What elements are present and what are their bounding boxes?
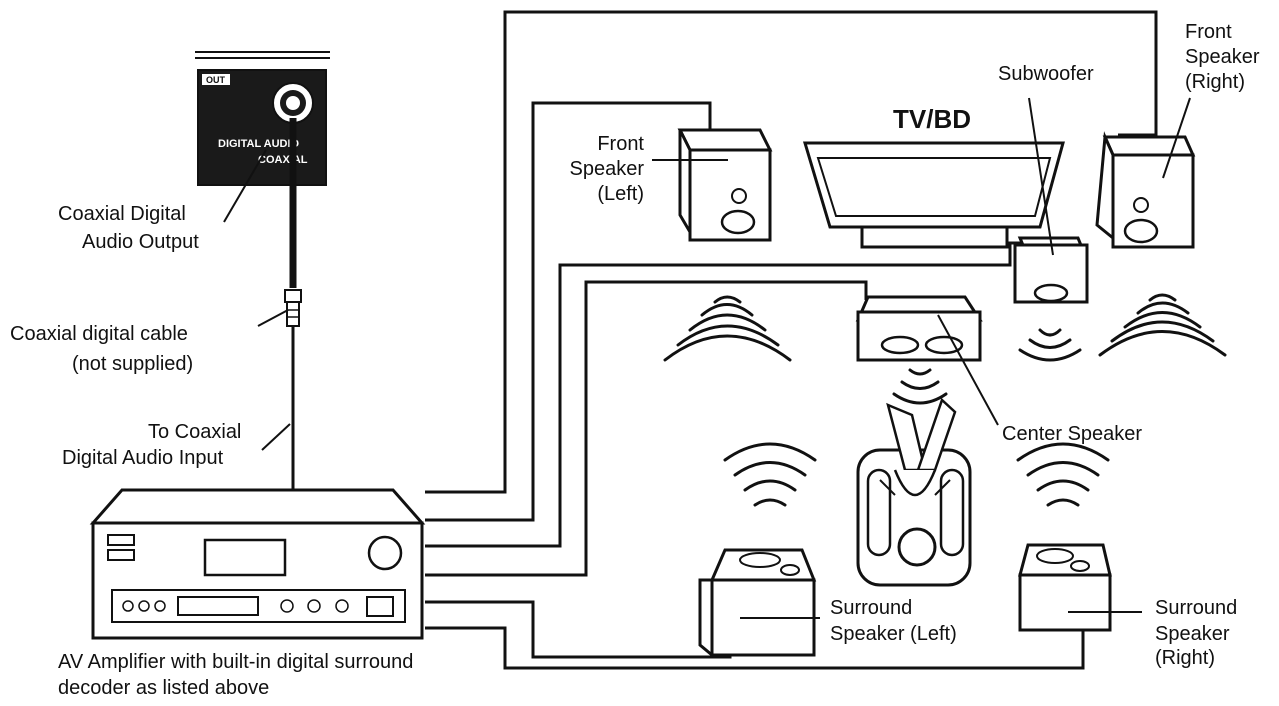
center-speaker-label: Center Speaker	[1002, 423, 1142, 445]
amplifier-line1: AV Amplifier with built-in digital surro…	[58, 651, 413, 673]
label-coaxial-cable: Coaxial digital cable (not supplied)	[10, 323, 193, 375]
subwoofer	[1013, 97, 1089, 304]
front-left-line2: Speaker	[570, 158, 645, 180]
rca-plug	[286, 301, 300, 327]
speaker-wires	[425, 10, 1158, 670]
coax-cable-line1: Coaxial digital cable	[10, 323, 188, 345]
center-speaker	[855, 295, 999, 426]
to-input-line2: Digital Audio Input	[62, 447, 224, 469]
front-right-line3: (Right)	[1185, 71, 1245, 93]
callout-input	[261, 423, 291, 451]
surround-right-line1: Surround	[1155, 597, 1237, 619]
front-right-line2: Speaker	[1185, 46, 1260, 68]
listener-head	[897, 527, 937, 567]
label-coaxial-output: Coaxial Digital Audio Output	[58, 203, 199, 253]
panel-out-label: OUT	[206, 75, 226, 85]
coax-output-line2: Audio Output	[82, 231, 199, 253]
front-speaker-left	[652, 128, 773, 242]
amplifier-line2: decoder as listed above	[58, 677, 269, 699]
tv-bd	[802, 141, 1065, 249]
surround-speaker-left	[698, 548, 820, 659]
surround-left-line2: Speaker (Left)	[830, 623, 957, 645]
panel-digital-audio-label: DIGITAL AUDIO	[218, 138, 300, 150]
tv-bd-label: TV/BD	[893, 104, 971, 134]
av-amplifier	[89, 488, 426, 640]
source-rear-panel: OUT DIGITAL AUDIO COAXIAL	[195, 51, 330, 186]
callout-output	[223, 149, 267, 223]
label-surround-right: Surround Speaker (Right)	[1155, 597, 1237, 669]
sound-waves	[663, 293, 1227, 507]
front-speaker-right	[1095, 97, 1196, 249]
surround-right-line2: Speaker	[1155, 623, 1230, 645]
label-front-left: Front Speaker (Left)	[570, 133, 645, 205]
amp-display	[203, 538, 287, 577]
front-left-line1: Front	[597, 133, 644, 155]
surround-right-line3: (Right)	[1155, 647, 1215, 669]
subwoofer-label: Subwoofer	[998, 63, 1094, 85]
surround-left-line1: Surround	[830, 597, 912, 619]
panel-coaxial-label: COAXIAL	[258, 154, 308, 166]
label-amplifier: AV Amplifier with built-in digital surro…	[58, 651, 413, 699]
front-left-line3: (Left)	[597, 183, 644, 205]
callout-cable	[257, 309, 289, 327]
coax-output-line1: Coaxial Digital	[58, 203, 186, 225]
label-to-input: To Coaxial Digital Audio Input	[62, 421, 241, 469]
surround-speaker-right	[1018, 543, 1142, 632]
volume-knob	[367, 535, 403, 571]
listener-seat	[856, 397, 972, 587]
label-surround-left: Surround Speaker (Left)	[830, 597, 957, 645]
front-right-line1: Front	[1185, 21, 1232, 43]
coaxial-cable	[284, 118, 302, 490]
label-front-right: Front Speaker (Right)	[1185, 21, 1260, 93]
to-input-line1: To Coaxial	[148, 421, 241, 443]
coax-cable-line2: (not supplied)	[72, 353, 193, 375]
